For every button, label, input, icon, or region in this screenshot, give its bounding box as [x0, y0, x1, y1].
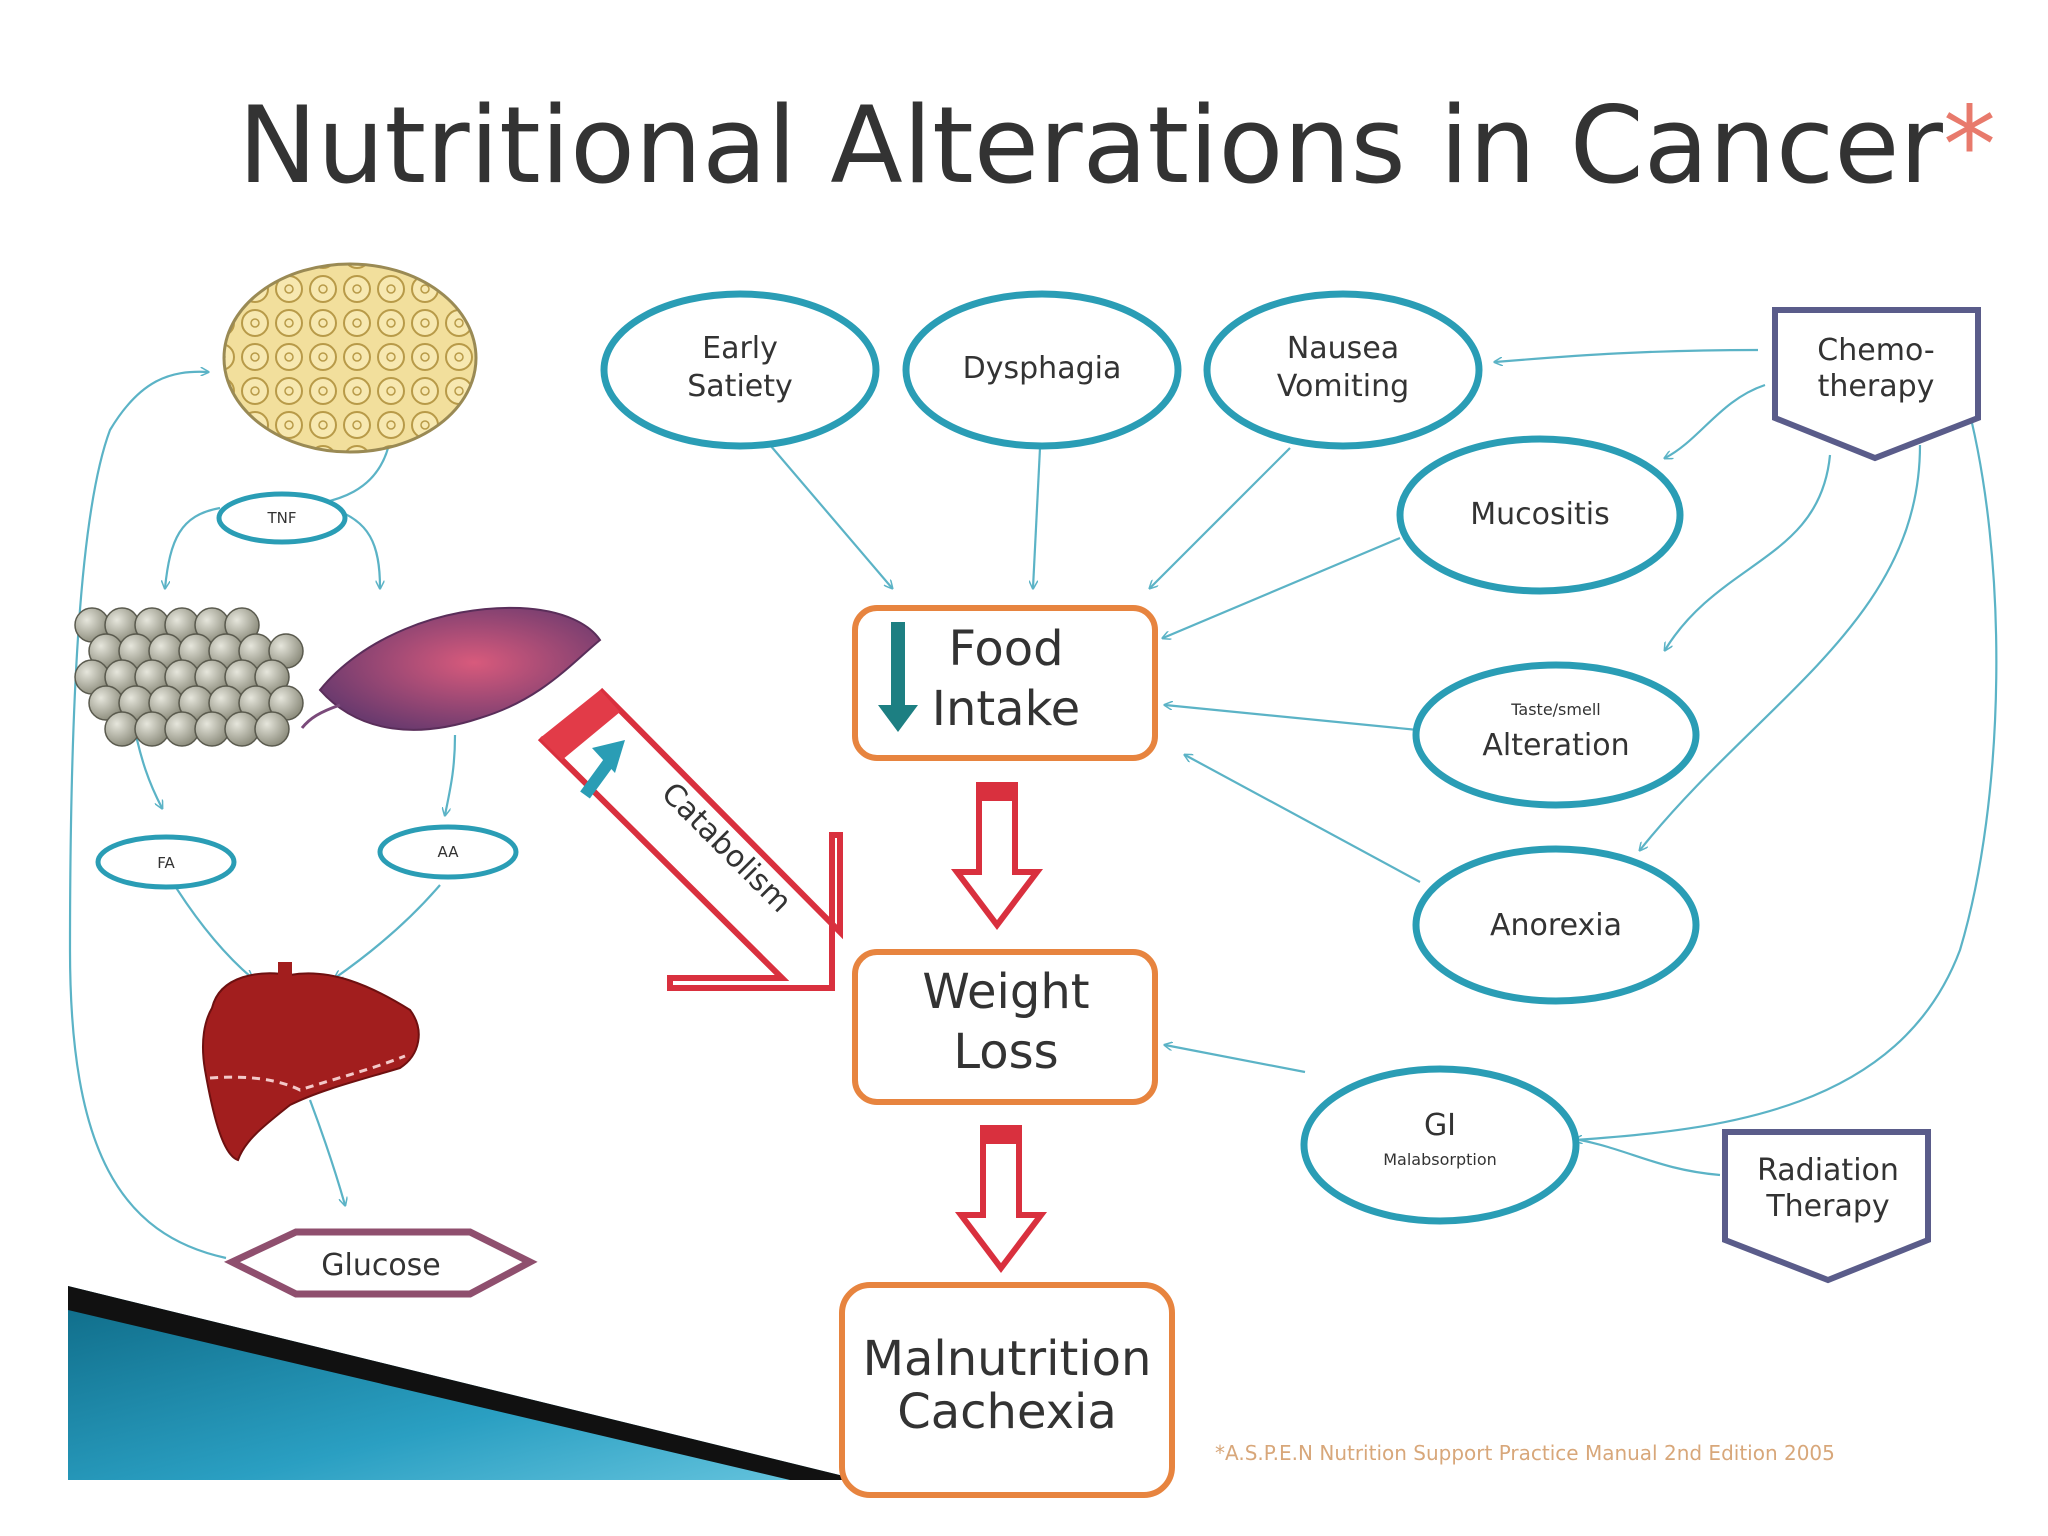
- fat-cell: [194, 711, 230, 747]
- svg-text:Anorexia: Anorexia: [1490, 908, 1622, 943]
- svg-text:Weight: Weight: [922, 964, 1089, 1020]
- radiation-therapy-label: Radiation Therapy: [1722, 1129, 1931, 1284]
- corner-decoration: [68, 1286, 860, 1480]
- svg-text:Malabsorption: Malabsorption: [1383, 1150, 1497, 1169]
- svg-text:AA: AA: [438, 843, 460, 861]
- svg-text:Vomiting: Vomiting: [1277, 369, 1409, 404]
- svg-text:Dysphagia: Dysphagia: [963, 351, 1122, 386]
- aa-oval: AA: [377, 824, 519, 880]
- food-intake-box: Food Intake: [852, 605, 1158, 761]
- reference-citation: *A.S.P.E.N Nutrition Support Practice Ma…: [1215, 1441, 1835, 1465]
- svg-text:TNF: TNF: [266, 509, 296, 527]
- page-title: Nutritional Alterations in Cancer*: [238, 84, 1996, 207]
- mucositis-oval: Mucositis: [1396, 435, 1684, 595]
- fat-cell: [134, 711, 170, 747]
- fa-oval: FA: [95, 834, 237, 890]
- svg-text:Radiation: Radiation: [1757, 1153, 1899, 1188]
- gi-malabsorption-oval: GI Malabsorption: [1300, 1065, 1580, 1225]
- tnf-oval: TNF: [216, 491, 348, 545]
- svg-text:Loss: Loss: [953, 1024, 1058, 1080]
- muscle-icon: [300, 606, 602, 731]
- glucose-hexagon: Glucose: [223, 1228, 538, 1298]
- down-arrow-2: [954, 1125, 1048, 1273]
- svg-text:FA: FA: [157, 854, 175, 872]
- svg-text:Therapy: Therapy: [1765, 1189, 1889, 1224]
- weight-loss-box: Weight Loss: [852, 949, 1158, 1105]
- svg-text:Food: Food: [948, 621, 1063, 677]
- catabolism-arrow: Catabolism: [537, 687, 843, 991]
- fat-cell: [254, 711, 290, 747]
- svg-text:Malnutrition: Malnutrition: [863, 1331, 1152, 1387]
- svg-text:Taste/smell: Taste/smell: [1510, 700, 1600, 719]
- svg-text:Mucositis: Mucositis: [1470, 497, 1609, 532]
- svg-text:Glucose: Glucose: [321, 1248, 441, 1283]
- fat-cell: [164, 711, 200, 747]
- symptom-connectors: [769, 348, 1998, 1177]
- svg-text:Satiety: Satiety: [687, 369, 793, 404]
- dysphagia-oval: Dysphagia: [902, 290, 1182, 450]
- svg-text:Nausea: Nausea: [1287, 331, 1399, 366]
- nausea-vomiting-oval: Nausea Vomiting: [1203, 290, 1483, 450]
- svg-text:GI: GI: [1424, 1108, 1456, 1143]
- svg-text:Early: Early: [702, 331, 778, 366]
- down-arrow-1: [950, 782, 1044, 930]
- svg-text:therapy: therapy: [1818, 369, 1935, 404]
- fat-cells-icon: [74, 607, 304, 747]
- svg-text:Cachexia: Cachexia: [897, 1384, 1117, 1440]
- adipose-tissue-icon: [222, 262, 478, 454]
- svg-text:Chemo-: Chemo-: [1817, 333, 1934, 368]
- early-satiety-oval: Early Satiety: [600, 290, 880, 450]
- fat-cell: [224, 711, 260, 747]
- taste-smell-oval: Taste/smell Alteration: [1412, 661, 1700, 809]
- anorexia-oval: Anorexia: [1412, 845, 1700, 1005]
- svg-text:Alteration: Alteration: [1482, 728, 1629, 763]
- chemotherapy-label: Chemo- therapy: [1772, 307, 1981, 462]
- fat-cell: [104, 711, 140, 747]
- svg-text:Intake: Intake: [932, 681, 1080, 737]
- liver-icon: [202, 962, 420, 1162]
- malnutrition-cachexia-box: Malnutrition Cachexia: [839, 1282, 1175, 1498]
